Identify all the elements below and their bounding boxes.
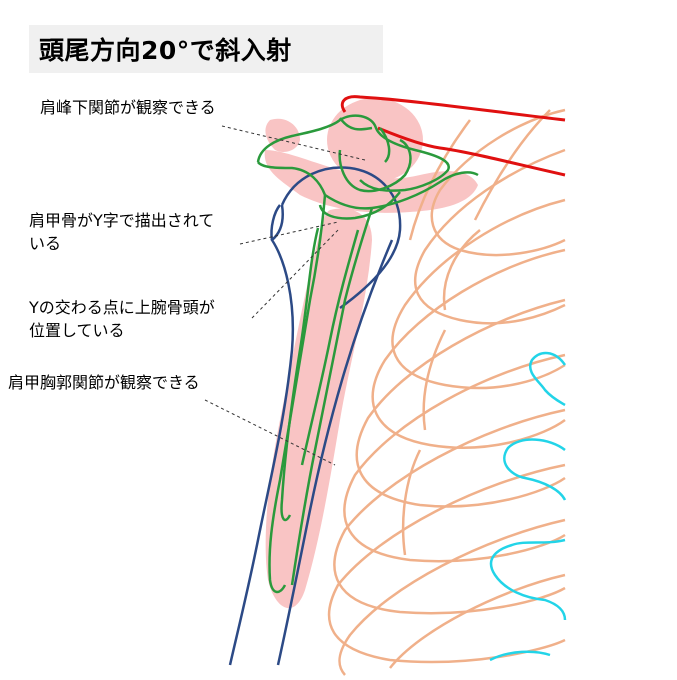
leader-scapulothoracic: [204, 399, 336, 466]
rib-2: [414, 148, 566, 325]
lung-contour: [489, 351, 567, 662]
scapula-body-highlight: [265, 208, 372, 609]
posterior-rib-b: [408, 119, 472, 241]
glenoid-rim: [338, 138, 412, 193]
posterior-rib-a: [442, 229, 481, 311]
page-title: 頭尾方向20°で斜入射: [39, 36, 292, 65]
scapula-inner-lateral: [280, 227, 320, 522]
rib-10: [389, 573, 566, 669]
scapular-spine: [324, 117, 479, 210]
label-humeral-head-line2: 位置している: [29, 321, 125, 340]
label-acromioclavicular: 肩峰下関節が観察できる: [40, 98, 216, 117]
coracoid: [256, 161, 327, 196]
posterior-rib-e: [401, 449, 422, 556]
rib-9: [338, 518, 566, 676]
rib-1: [430, 108, 566, 257]
scapula-lateral-border: [268, 194, 327, 594]
coracoid-process: [318, 127, 401, 220]
scapula-medial-border: [290, 207, 374, 586]
leader-scapula-y: [239, 221, 339, 245]
rib-7: [333, 408, 566, 615]
lung-segment-1: [529, 351, 567, 407]
label-scapula-y-line2: いる: [29, 234, 62, 253]
scapula-inner-medial: [300, 229, 360, 466]
lung-segment-4: [489, 650, 551, 662]
label-humeral-head-line1: Yの交わる点に上腕骨頭が: [29, 298, 215, 317]
rib-4: [371, 248, 566, 449]
humerus-medial-shaft: [276, 239, 394, 666]
leader-lines: [204, 125, 366, 466]
title-box: 頭尾方向20°で斜入射: [29, 25, 383, 73]
label-scapulothoracic: 肩甲胸郭関節が観察できる: [8, 373, 200, 392]
lung-segment-3: [489, 538, 567, 621]
scapula: [256, 114, 479, 594]
leader-humeral-head: [251, 227, 341, 319]
posterior-rib-d: [422, 329, 447, 431]
rib-6: [343, 353, 566, 563]
posterior-rib-c: [473, 109, 551, 221]
label-scapula-y-line1: 肩甲骨がY字で描出されて: [29, 211, 215, 230]
rib-3: [391, 198, 566, 390]
rib-5: [355, 298, 566, 508]
lung-segment-2: [503, 438, 567, 501]
clavicle: [340, 95, 566, 177]
subacromial-highlight: [327, 98, 423, 182]
acromion: [256, 114, 450, 192]
leader-acromioclavicular: [221, 125, 366, 161]
